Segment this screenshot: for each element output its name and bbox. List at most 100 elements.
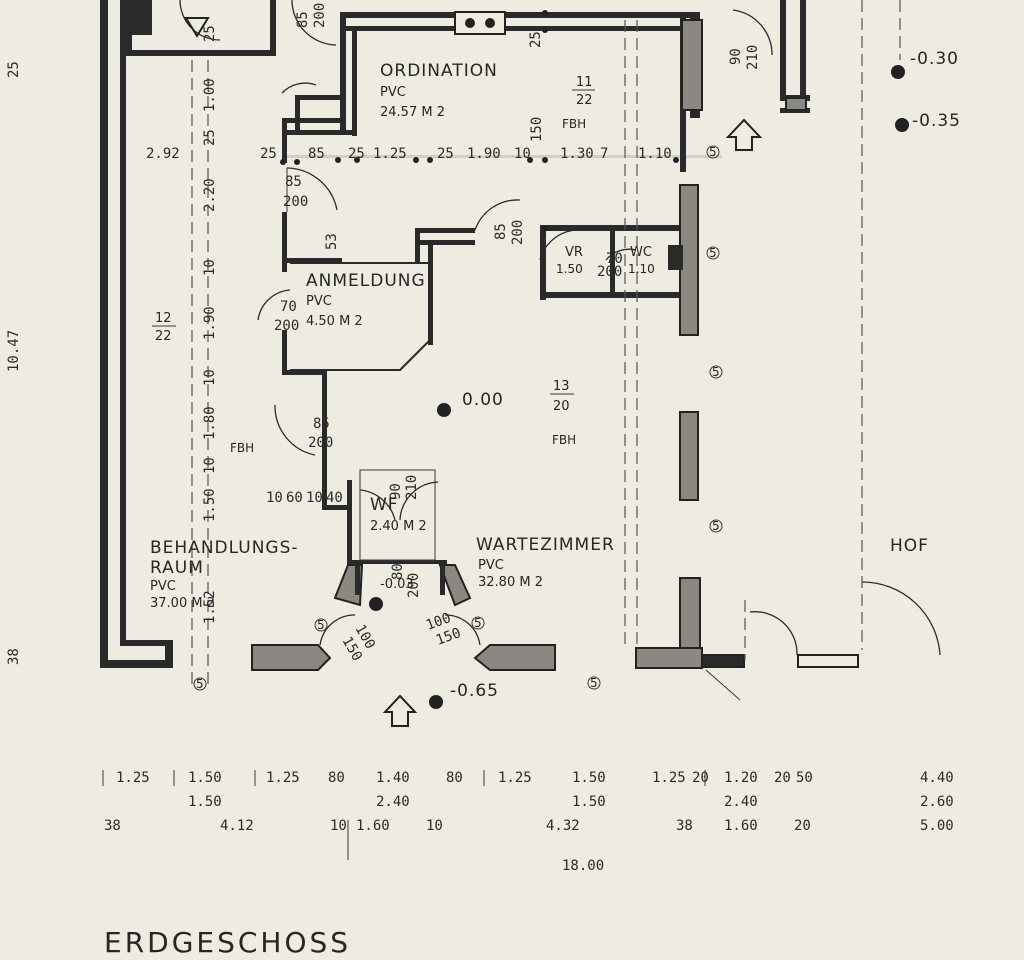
svg-text:2.40: 2.40 <box>376 794 410 810</box>
outer-walls <box>100 0 276 668</box>
svg-text:5: 5 <box>712 365 720 379</box>
door5-w: 90 <box>728 48 744 65</box>
plan-title: ERDGESCHOSS <box>104 926 351 959</box>
svg-text:20: 20 <box>774 770 791 786</box>
svg-text:10: 10 <box>202 457 218 474</box>
door5-h: 210 <box>745 45 761 70</box>
svg-text:5: 5 <box>590 676 598 690</box>
vr-name: VR <box>565 245 583 260</box>
svg-text:2.60: 2.60 <box>920 794 954 810</box>
svg-text:25: 25 <box>202 25 218 42</box>
svg-text:1.50: 1.50 <box>572 794 606 810</box>
svg-text:2.20: 2.20 <box>202 178 218 212</box>
behandlung-code-top: 12 <box>155 311 172 326</box>
svg-text:5: 5 <box>474 616 482 630</box>
level-entrance: -0.65 <box>450 681 499 701</box>
bottom-dimension-row-2: 1.50 2.40 1.50 2.40 2.60 <box>188 794 954 810</box>
front-wall <box>251 564 556 671</box>
svg-text:10: 10 <box>306 490 323 506</box>
top-small-b: 25 <box>528 31 544 48</box>
svg-text:1.60: 1.60 <box>724 818 758 834</box>
wf-area: 2.40 M 2 <box>370 519 427 534</box>
triangle-icon <box>184 17 210 38</box>
wc-size: 1.10 <box>628 262 655 276</box>
total-length: 18.00 <box>562 858 604 874</box>
svg-text:1.90: 1.90 <box>202 306 218 340</box>
bottom-dimension-ticks <box>102 770 706 860</box>
wartezimmer-fbh: FBH <box>552 433 576 447</box>
svg-text:25: 25 <box>6 61 22 78</box>
svg-text:5: 5 <box>712 519 720 533</box>
wc-name: WC <box>630 245 652 260</box>
svg-text:38: 38 <box>104 818 121 834</box>
door2-w: 85 <box>313 416 330 432</box>
anmeldung-name: ANMELDUNG <box>306 271 426 291</box>
level-marker-entrance-icon <box>429 695 443 709</box>
level-l2: -0.35 <box>912 111 961 131</box>
svg-text:38: 38 <box>6 648 22 665</box>
svg-text:4.40: 4.40 <box>920 770 954 786</box>
vr-door-w: 70 <box>606 251 623 267</box>
vr-size: 1.50 <box>556 262 583 276</box>
svg-text:5: 5 <box>196 677 204 691</box>
svg-text:1.50: 1.50 <box>572 770 606 786</box>
svg-text:80: 80 <box>446 770 463 786</box>
door-swings <box>179 0 941 701</box>
wf-walls <box>347 469 447 564</box>
ordination-walls <box>282 11 722 172</box>
svg-text:10.47: 10.47 <box>6 330 22 372</box>
behandlung-floor: PVC <box>150 579 176 594</box>
ordin-dim: 150 <box>529 117 545 142</box>
svg-text:40: 40 <box>326 490 343 506</box>
svg-text:10: 10 <box>426 818 443 834</box>
level-marker-wf-icon <box>369 597 383 611</box>
entrance-arrow-bottom <box>382 694 418 727</box>
wartezimmer-walls <box>635 411 859 669</box>
svg-text:10: 10 <box>202 259 218 276</box>
bottom-dimension-row-1: 1.25 1.50 1.25 80 1.40 80 1.25 1.50 1.25… <box>116 770 954 786</box>
top-small-a: 15 <box>138 13 154 30</box>
entrance-arrow-right <box>725 118 763 151</box>
vr-wc-walls <box>540 184 699 336</box>
door1-h: 200 <box>283 194 308 210</box>
level-marker-l1-icon <box>891 65 905 79</box>
svg-text:1.52: 1.52 <box>202 590 218 624</box>
behandlung-name-1: BEHANDLUNGS- <box>150 538 299 558</box>
svg-text:5: 5 <box>709 246 717 260</box>
svg-text:10: 10 <box>266 490 283 506</box>
anmeldung-area: 4.50 M 2 <box>306 314 363 329</box>
vr-door-h: 200 <box>597 264 622 280</box>
wartezimmer-area: 32.80 M 2 <box>478 575 543 590</box>
mid-dimension-row: 10 60 10 40 <box>266 490 343 506</box>
svg-text:20: 20 <box>794 818 811 834</box>
wartezimmer-code-bot: 20 <box>553 399 570 414</box>
svg-text:1.80: 1.80 <box>202 406 218 440</box>
small-door: 53 <box>324 233 340 250</box>
svg-text:1.50: 1.50 <box>188 794 222 810</box>
door1-w: 85 <box>285 174 302 190</box>
ordination-code-top: 11 <box>576 75 593 90</box>
bottom-dimension-row-3: 38 4.12 10 1.60 10 4.32 38 1.60 20 5.00 <box>104 818 954 834</box>
svg-text:20: 20 <box>692 770 709 786</box>
svg-text:4.32: 4.32 <box>546 818 580 834</box>
level-marker-l2-icon <box>895 118 909 132</box>
door6-w: 85 <box>295 11 311 28</box>
ordination-floor: PVC <box>380 85 406 100</box>
level-l1: -0.30 <box>910 49 959 69</box>
svg-text:1.60: 1.60 <box>356 818 390 834</box>
wf-door2-h: 200 <box>406 573 422 598</box>
svg-text:5: 5 <box>317 618 325 632</box>
level-main: 0.00 <box>462 390 504 410</box>
svg-text:25: 25 <box>437 146 454 162</box>
svg-text:1.40: 1.40 <box>376 770 410 786</box>
left-dimension-column: 25 1.00 25 2.20 10 1.90 10 1.80 10 1.50 … <box>146 25 218 624</box>
svg-text:1.10: 1.10 <box>638 146 672 162</box>
ordination-area: 24.57 M 2 <box>380 105 445 120</box>
svg-text:2.92: 2.92 <box>146 146 180 162</box>
svg-text:1.90: 1.90 <box>467 146 501 162</box>
door3-w: 70 <box>280 299 297 315</box>
behandlung-area: 37.00 M 2 <box>150 596 215 611</box>
wf-door2-w: 80 <box>390 563 406 580</box>
svg-text:1.00: 1.00 <box>202 78 218 112</box>
